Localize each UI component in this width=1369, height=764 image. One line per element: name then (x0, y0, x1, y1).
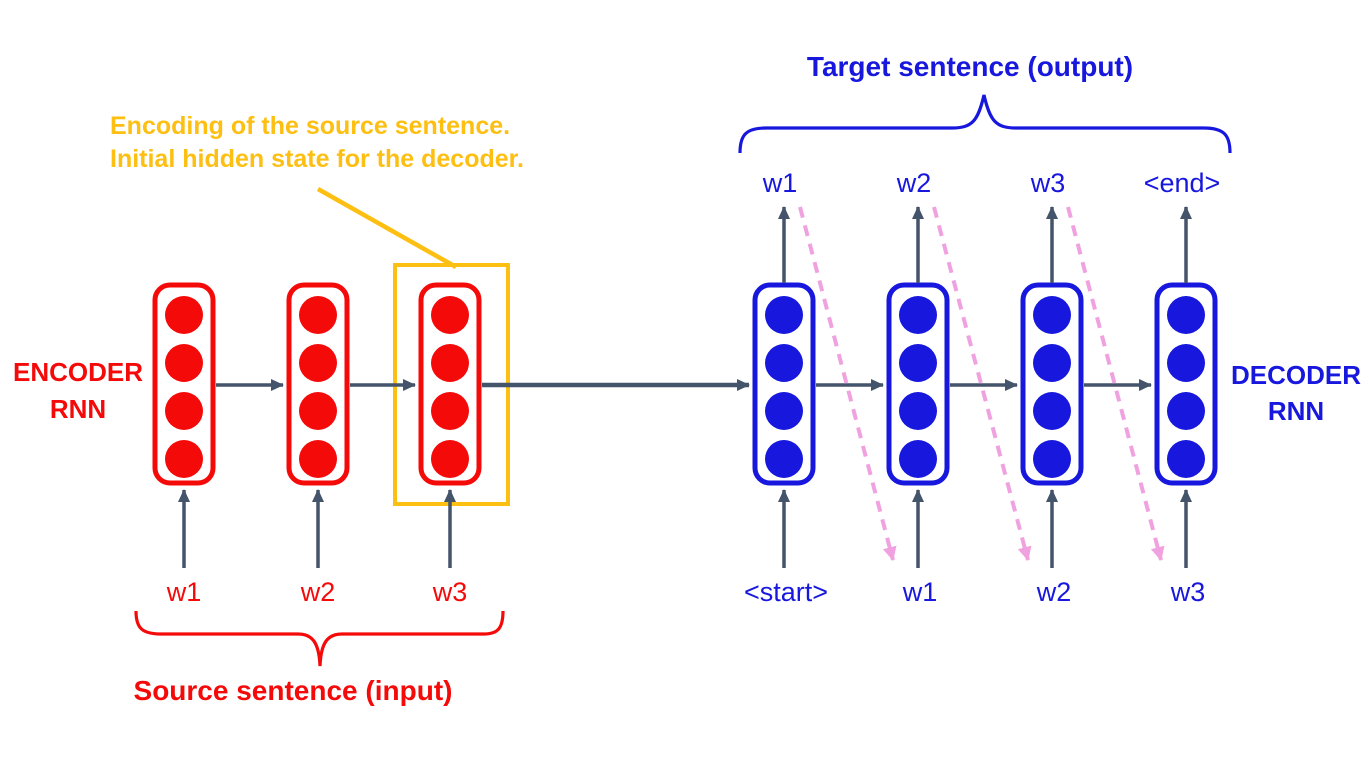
neuron-dot (1167, 344, 1205, 382)
neuron-dot (765, 440, 803, 478)
neuron-dot (1167, 392, 1205, 430)
decoder-cell-3-box (1020, 282, 1084, 486)
decoder-input-label-3: w2 (1036, 577, 1072, 607)
encoder-input-labels: w1 w2 w3 (166, 577, 468, 607)
encoder-cell-2-box (286, 282, 350, 486)
neuron-dot (431, 440, 469, 478)
source-sentence-group: Source sentence (input) (134, 610, 505, 706)
feedback-arrow (798, 206, 897, 561)
decoder-input-label-2: w1 (902, 577, 938, 607)
neuron-dot (165, 392, 203, 430)
neuron-dot (299, 440, 337, 478)
output-feedback-arrows (798, 206, 1165, 561)
annotation-line-2: Initial hidden state for the decoder. (110, 145, 524, 173)
neuron-dot (299, 344, 337, 382)
annotation-callout-line (316, 187, 458, 269)
encoder-cell-2 (286, 282, 350, 486)
neuron-dot (165, 296, 203, 334)
decoder-title-line1: DECODER (1231, 360, 1361, 390)
decoder-cell-2-box (886, 282, 950, 486)
encoder-input-arrows (178, 489, 456, 568)
decoder-output-label-3: w3 (1030, 168, 1066, 198)
decoder-input-label-4: w3 (1170, 577, 1206, 607)
neuron-dot (431, 392, 469, 430)
neuron-dot (1033, 440, 1071, 478)
neuron-dot (165, 440, 203, 478)
decoder-output-label-4: <end> (1144, 168, 1221, 198)
decoder-output-labels: w1 w2 w3 <end> (762, 168, 1221, 198)
decoder-output-label-1: w1 (762, 168, 798, 198)
source-brace (134, 610, 505, 667)
neuron-dot (899, 392, 937, 430)
neuron-dot (1167, 296, 1205, 334)
encoder-title-line1: ENCODER (13, 357, 143, 387)
encoder-cell-3-box (418, 282, 482, 486)
encoder-input-label-1: w1 (166, 577, 202, 607)
decoder-cell-1 (752, 282, 816, 486)
neuron-dot (1033, 296, 1071, 334)
source-sentence-label: Source sentence (input) (134, 675, 453, 706)
decoder-cell-4-box (1154, 282, 1218, 486)
encoder-title-line2: RNN (50, 394, 106, 424)
decoder-cell-4 (1154, 282, 1218, 486)
neuron-dot (765, 344, 803, 382)
decoder-cell-3 (1020, 282, 1084, 486)
target-sentence-group: Target sentence (output) (738, 51, 1232, 154)
neuron-dot (299, 296, 337, 334)
decoder-title: DECODER RNN (1231, 360, 1361, 426)
neuron-dot (1167, 440, 1205, 478)
neuron-dot (1033, 392, 1071, 430)
neuron-dot (899, 296, 937, 334)
target-brace (738, 94, 1232, 154)
neuron-dot (299, 392, 337, 430)
neuron-dot (899, 344, 937, 382)
annotation-line-1: Encoding of the source sentence. (110, 112, 510, 140)
decoder-input-label-1: <start> (744, 577, 828, 607)
neuron-dot (899, 440, 937, 478)
encoder-input-label-3: w3 (432, 577, 468, 607)
decoder-input-arrows (778, 489, 1192, 568)
decoder-input-labels: <start> w1 w2 w3 (744, 577, 1205, 607)
encoder-input-label-2: w2 (300, 577, 336, 607)
decoder-cell-1-box (752, 282, 816, 486)
neuron-dot (765, 296, 803, 334)
feedback-arrow (932, 206, 1032, 561)
decoder-output-arrows (778, 206, 1192, 283)
neuron-dot (765, 392, 803, 430)
encoder-cell-1-box (152, 282, 216, 486)
neuron-dot (431, 296, 469, 334)
decoder-output-label-2: w2 (896, 168, 932, 198)
neuron-dot (1033, 344, 1071, 382)
encoding-annotation: Encoding of the source sentence. Initial… (110, 112, 524, 506)
encoder-title: ENCODER RNN (13, 357, 143, 424)
neuron-dot (431, 344, 469, 382)
target-sentence-label: Target sentence (output) (807, 51, 1133, 82)
neuron-dot (165, 344, 203, 382)
decoder-title-line2: RNN (1268, 396, 1324, 426)
decoder-cell-2 (886, 282, 950, 486)
feedback-arrow (1066, 206, 1165, 561)
encoder-cell-3 (418, 282, 482, 486)
encoder-cell-1 (152, 282, 216, 486)
